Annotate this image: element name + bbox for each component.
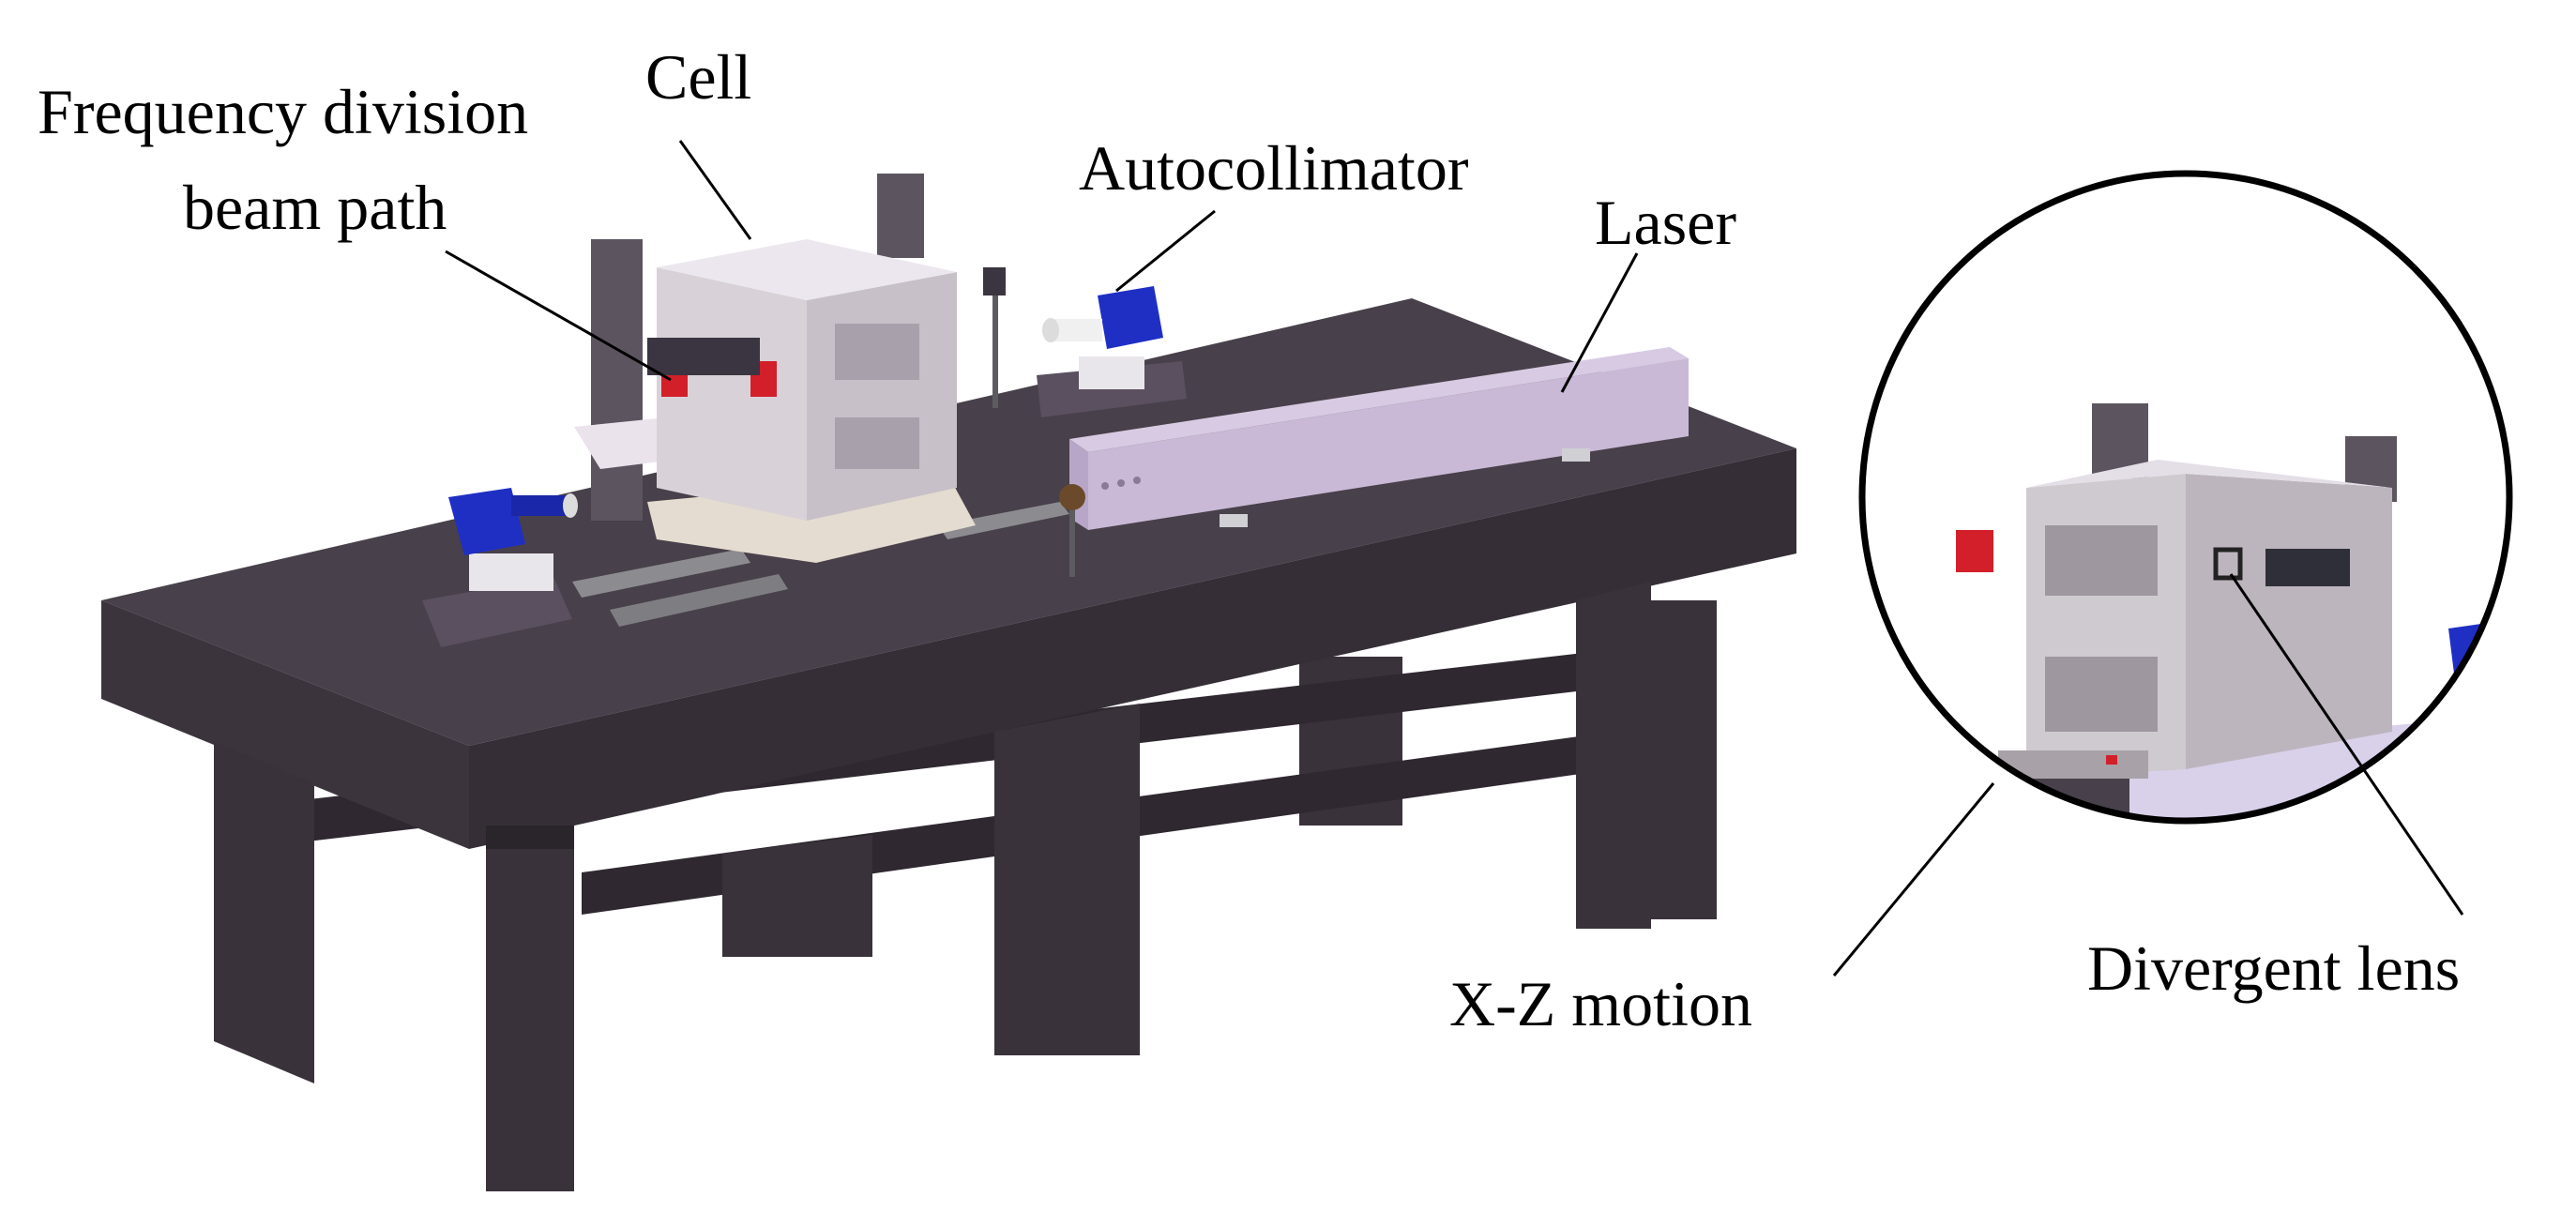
linear-rails <box>572 502 1069 627</box>
autocollimator-right <box>983 267 1187 577</box>
cell-window-lower <box>835 417 919 469</box>
mirror-2 <box>1059 484 1085 510</box>
table-leg-front-center-shade <box>486 826 574 849</box>
leader-x-z-motion <box>1832 782 1995 977</box>
table-front-face <box>101 600 469 849</box>
laser-foot-1 <box>1220 514 1248 527</box>
table-leg-front-left <box>214 741 314 1083</box>
label-cell: Cell <box>645 41 751 113</box>
autocollimator-left-body <box>448 488 525 555</box>
autocollimator-right-body <box>1098 286 1163 349</box>
zoom-inset <box>1858 170 2513 825</box>
table-foot-mid-left <box>722 835 872 957</box>
inset-autocollimator <box>2448 619 2509 704</box>
label-x-z-motion: X-Z motion <box>1449 968 1752 1039</box>
laser-port-3 <box>1133 477 1141 484</box>
cell-window-upper <box>835 324 919 380</box>
cell-column-right <box>877 174 924 258</box>
laser-side <box>1088 358 1689 530</box>
rail-2 <box>610 574 788 627</box>
optical-table <box>101 298 1796 1191</box>
mirror-post <box>993 286 998 408</box>
autocollimator-right-mount <box>1079 356 1144 389</box>
laser-top <box>1069 347 1689 452</box>
table-leg-back-right <box>1637 600 1717 919</box>
cell-frame-side <box>807 272 957 521</box>
label-frequency-division-line2: beam path <box>183 172 447 243</box>
cell-frame-front <box>657 267 807 521</box>
cell-frame-top <box>657 239 957 300</box>
laser <box>1069 347 1689 530</box>
autocollimator-left <box>422 488 578 647</box>
autocollimator-left-tube <box>511 495 568 516</box>
inset-divergent-lens <box>2213 547 2243 581</box>
laser-foot-2 <box>1562 448 1590 462</box>
autocollimator-left-stage <box>422 577 572 647</box>
mirror-post-2 <box>1069 502 1075 577</box>
leader-autocollimator <box>1115 209 1216 293</box>
table-leg-front-center <box>486 826 574 1191</box>
leader-lines <box>445 140 2464 977</box>
label-divergent-lens: Divergent lens <box>2087 932 2460 1004</box>
mirror <box>983 267 1006 295</box>
leader-divergent-lens <box>2229 573 2464 916</box>
leader-cell <box>678 140 752 240</box>
autocollimator-left-lens <box>563 493 578 518</box>
cell-assembly <box>574 174 976 563</box>
laser-port-2 <box>1117 479 1125 487</box>
rail-1 <box>572 549 750 598</box>
label-frequency-division-line1: Frequency division <box>38 76 528 147</box>
inset-frame-front <box>2026 474 2186 779</box>
autocollimator-right-lens <box>1042 318 1059 342</box>
laser-port-1 <box>1101 482 1109 490</box>
inset-window-upper <box>2045 525 2158 596</box>
leader-frequency-division <box>445 250 672 382</box>
label-autocollimator: Autocollimator <box>1079 132 1469 204</box>
inset-border <box>1858 170 2513 825</box>
inset-red-tip <box>2106 755 2117 765</box>
inset-window-lower <box>2045 657 2158 732</box>
cell-column-left <box>591 239 643 521</box>
leader-laser <box>1560 252 1639 393</box>
autocollimator-left-mount <box>469 553 553 591</box>
inset-mount-red <box>1956 530 1993 572</box>
rail-3 <box>938 502 1069 539</box>
table-right-face <box>469 448 1796 849</box>
autocollimator-right-tube <box>1051 319 1102 341</box>
beam-path-optics <box>647 338 760 375</box>
labels: Frequency division beam path Cell Autoco… <box>38 41 2460 1039</box>
table-leg-front-mid <box>994 704 1140 1055</box>
label-laser: Laser <box>1595 187 1736 258</box>
table-leg-front-right <box>1576 582 1651 929</box>
inset-frame-top <box>2026 460 2392 488</box>
inset-frame-side <box>2186 474 2392 769</box>
inset-optics <box>2265 549 2350 586</box>
